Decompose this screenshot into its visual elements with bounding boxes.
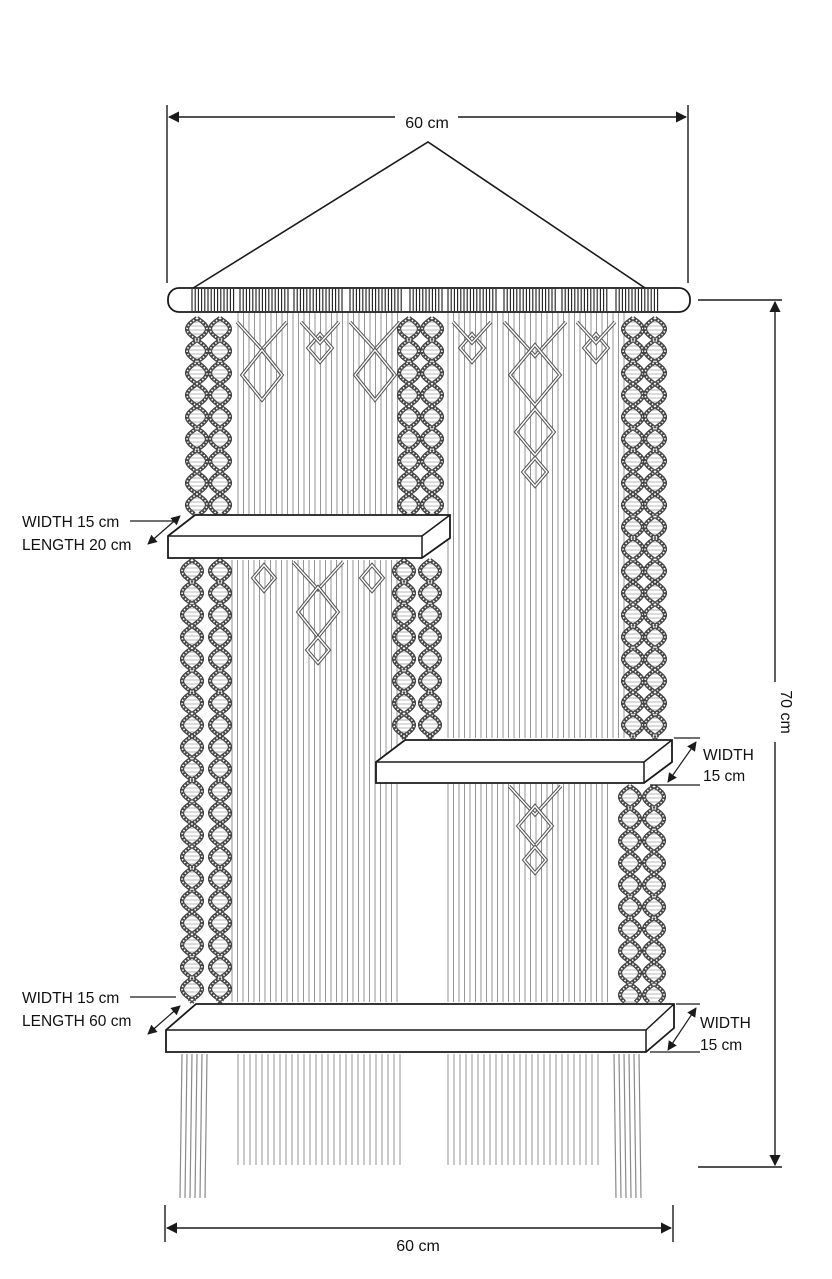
twisted-ropes (180, 316, 667, 1004)
wooden-dowel (167, 287, 691, 313)
top-shelf-width-label: WIDTH 15 cm (22, 514, 119, 531)
shelf-middle (375, 739, 673, 784)
diamond-knot-patterns (235, 320, 617, 876)
top-width-dimension: 60 cm (166, 105, 689, 283)
top-shelf-annotation: WIDTH 15 cm LENGTH 20 cm (22, 514, 181, 554)
height-dimension: 70 cm (698, 299, 794, 1168)
shelf-top (167, 514, 451, 559)
middle-shelf-width-value: 15 cm (703, 768, 745, 785)
bottom-shelf-annotation: WIDTH 15 cm LENGTH 60 cm WIDTH 15 cm (22, 990, 751, 1054)
bottom-width-dimension: 60 cm (164, 1205, 674, 1255)
middle-shelf-width-label: WIDTH (703, 747, 754, 764)
dowel-wraps (191, 289, 659, 311)
bottom-shelf-side-width-label: WIDTH (700, 1015, 751, 1032)
bottom-shelf-length-label: LENGTH 60 cm (22, 1013, 131, 1030)
bottom-shelf-side-width-value: 15 cm (700, 1037, 742, 1054)
top-width-label: 60 cm (405, 115, 449, 132)
top-shelf-length-label: LENGTH 20 cm (22, 537, 131, 554)
shelf-bottom (165, 1003, 675, 1053)
middle-shelf-annotation: WIDTH 15 cm (650, 737, 754, 786)
macrame-cords (179, 312, 642, 1199)
bottom-width-label: 60 cm (396, 1238, 440, 1255)
hanging-string (189, 141, 649, 291)
bottom-shelf-width-label: WIDTH 15 cm (22, 990, 119, 1007)
height-label: 70 cm (777, 690, 794, 734)
